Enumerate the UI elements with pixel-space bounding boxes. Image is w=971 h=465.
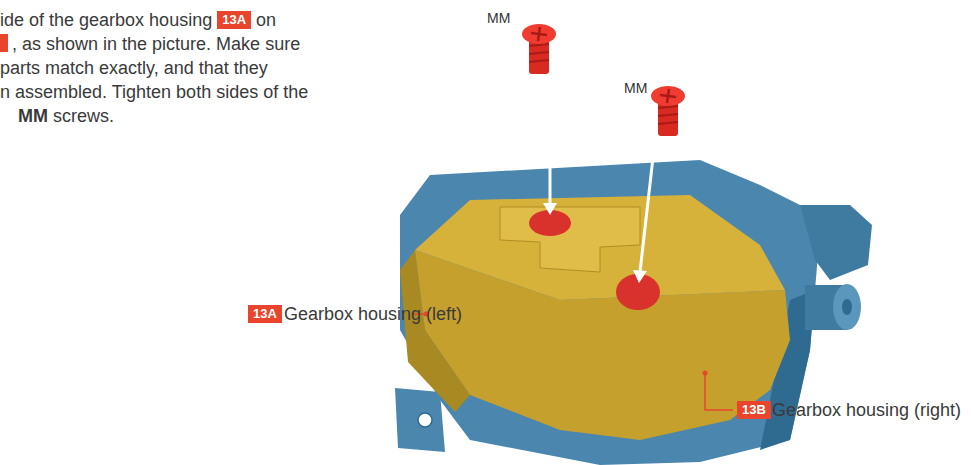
mm-screw xyxy=(522,24,556,74)
housing-step xyxy=(500,207,640,272)
mm-screw xyxy=(651,86,685,136)
instruction-line: n assembled. Tighten both sides of the xyxy=(0,80,313,103)
tab-hole xyxy=(418,413,432,427)
housing-left-top xyxy=(415,195,785,300)
screw-label: MM xyxy=(624,80,647,96)
insert-arrow xyxy=(549,82,552,205)
instruction-text: ide of the gearbox housing xyxy=(0,10,212,30)
part-name: Gearbox housing (right) xyxy=(772,399,961,421)
cropped-badge xyxy=(0,34,8,52)
instruction-text: on xyxy=(256,10,276,30)
part-name: Gearbox housing (left) xyxy=(284,303,462,325)
leader-dot xyxy=(703,371,708,376)
mount-tab xyxy=(395,388,445,452)
instruction-text: parts match exactly, and that they xyxy=(0,58,268,78)
leader-line xyxy=(705,373,733,410)
screw-name: MM xyxy=(18,106,48,126)
housing-right xyxy=(400,160,820,465)
instruction-line: parts match exactly, and that they xyxy=(0,56,273,79)
instruction-text: n assembled. Tighten both sides of the xyxy=(0,82,308,102)
screw-label: MM xyxy=(487,10,510,26)
housing-flange xyxy=(800,205,872,280)
part-number: 13A xyxy=(248,305,282,323)
arrow-head xyxy=(633,270,647,283)
instruction-text: screws. xyxy=(53,106,114,126)
shaft-boss-end xyxy=(833,284,861,330)
instruction-text: , as shown in the picture. Make sure xyxy=(12,34,300,54)
part-number: 13B xyxy=(737,401,771,419)
instruction-line: , as shown in the picture. Make sure xyxy=(12,32,305,55)
shaft-hole xyxy=(842,299,852,315)
instruction-line: ide of the gearbox housing 13A on xyxy=(0,8,281,31)
insert-arrow xyxy=(640,140,655,272)
instruction-line: MMscrews. xyxy=(18,104,119,127)
part-number: 13A xyxy=(217,11,251,29)
arrow-head xyxy=(543,203,557,215)
